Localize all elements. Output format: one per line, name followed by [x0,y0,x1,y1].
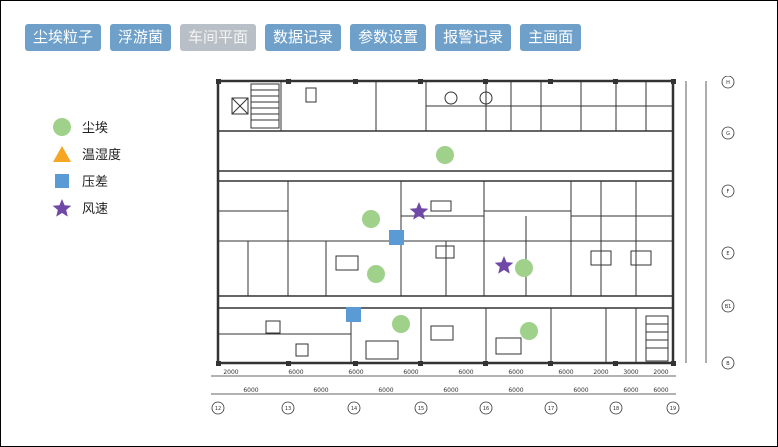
dust-sensor-4[interactable] [515,259,533,277]
dim-bottom-5: 6000 [573,387,588,394]
dim-bottom-0: 6000 [243,387,258,394]
dust-sensor-3[interactable] [367,265,385,283]
axis-right-3: E [726,251,729,257]
axis-right-4: B1 [725,304,732,310]
dust-sensor-6[interactable] [520,322,538,340]
axis-bottom-7: 19 [670,406,676,412]
tab-workshop-plan[interactable]: 车间平面 [180,24,257,51]
axis-bottom-0: 12 [215,406,221,412]
dim-top-5: 6000 [508,369,523,376]
dust-sensor-2[interactable] [362,210,380,228]
tab-alarm-records[interactable]: 报警记录 [435,24,512,51]
dust-sensor-5[interactable] [392,315,410,333]
legend-item-temp-humidity: 温湿度 [52,140,121,167]
axis-bottom-3: 15 [418,406,424,412]
axis-bottom-6: 18 [613,406,619,412]
dim-bottom-2: 6000 [378,387,393,394]
tab-data-records[interactable]: 数据记录 [265,24,342,51]
dim-bottom-3: 6000 [443,387,458,394]
pressure-sensor-1[interactable] [389,230,404,245]
axis-bottom-4: 16 [483,406,489,412]
legend-label-temp-humidity: 温湿度 [82,148,122,163]
sensor-legend: 尘埃 温湿度 压差 风速 [52,113,121,221]
legend-label-pressure: 压差 [82,175,109,190]
dim-top-0: 2000 [223,369,238,376]
dim-bottom-4: 6000 [508,387,523,394]
wind-speed-sensor-2[interactable] [494,256,514,274]
dim-top-9: 2000 [653,369,668,376]
dust-sensor-1[interactable] [436,146,454,164]
legend-label-wind-speed: 风速 [82,202,109,217]
tab-main-screen[interactable]: 主画面 [520,24,582,51]
legend-item-wind-speed: 风速 [52,194,121,221]
tab-dust-particles[interactable]: 尘埃粒子 [25,24,102,51]
dim-top-8: 3000 [623,369,638,376]
orange-triangle-icon [52,144,72,164]
purple-star-icon [52,198,72,218]
dim-bottom-6: 6000 [623,387,638,394]
axis-right-5: B [726,361,730,367]
dim-bottom-7: 6000 [653,387,668,394]
legend-label-dust: 尘埃 [82,121,109,136]
dim-top-6: 6000 [558,369,573,376]
tab-parameter-settings[interactable]: 参数设置 [350,24,427,51]
legend-item-dust: 尘埃 [52,113,121,140]
wind-speed-sensor-1[interactable] [409,202,429,220]
blue-square-icon [52,171,72,191]
axis-bottom-1: 13 [285,406,291,412]
axis-right-0: H [726,80,730,86]
top-nav: 尘埃粒子 浮游菌 车间平面 数据记录 参数设置 报警记录 主画面 [25,24,590,51]
dim-bottom-1: 6000 [313,387,328,394]
tab-plankton-bacteria[interactable]: 浮游菌 [110,24,172,51]
dim-top-3: 6000 [403,369,418,376]
dim-top-4: 6000 [458,369,473,376]
axis-right-2: F [727,189,730,195]
green-circle-icon [52,117,72,137]
dim-top-2: 6000 [348,369,363,376]
axis-bottom-2: 14 [351,406,357,412]
legend-item-pressure: 压差 [52,167,121,194]
pressure-sensor-2[interactable] [346,307,361,322]
dim-top-1: 6000 [288,369,303,376]
dim-top-7: 2000 [593,369,608,376]
axis-bottom-5: 17 [548,406,554,412]
axis-right-1: G [726,131,730,137]
workshop-floor-plan: 2000 6000 6000 6000 6000 6000 6000 2000 … [211,76,735,415]
